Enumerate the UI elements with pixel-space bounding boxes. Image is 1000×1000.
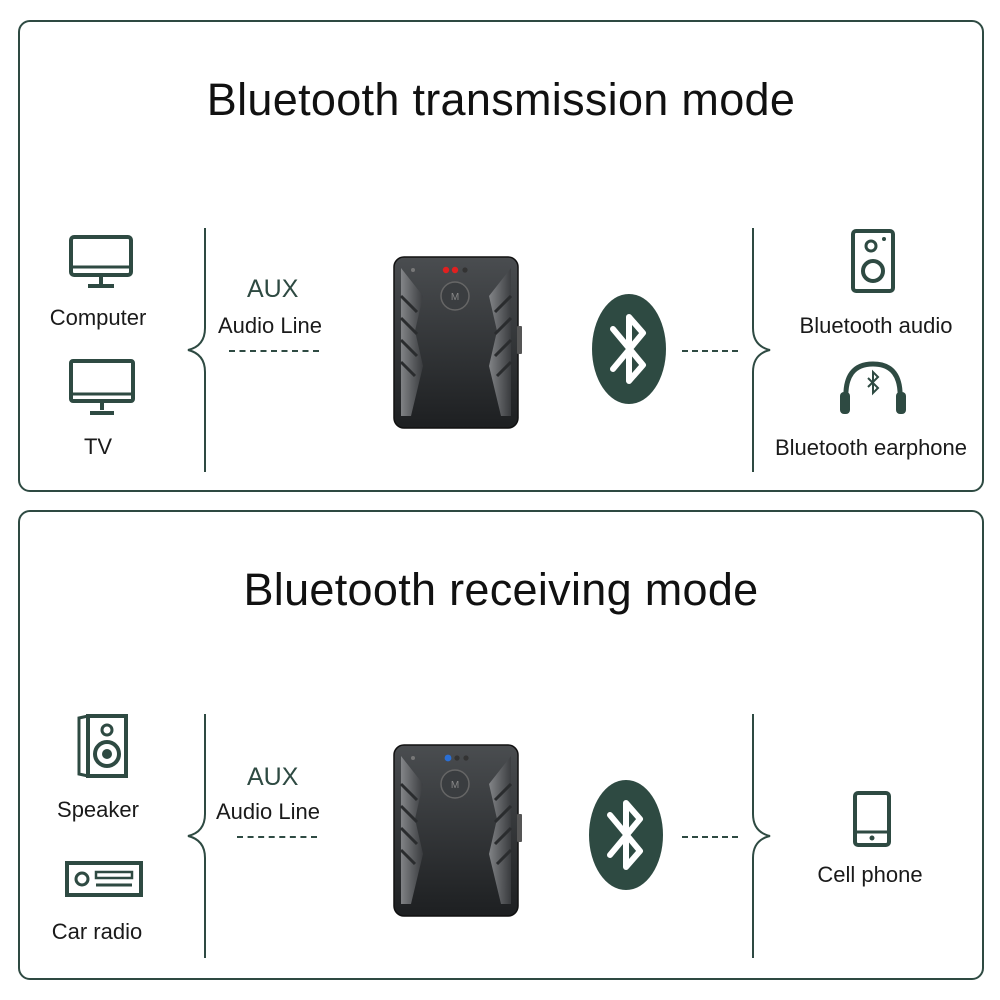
- speaker-icon: [850, 228, 896, 294]
- car-radio-icon: [64, 860, 144, 898]
- bluetooth-connection-dash: [682, 350, 738, 352]
- headphones-icon: [838, 358, 908, 416]
- bluetooth-connection-dash: [682, 836, 738, 838]
- svg-text:M: M: [451, 292, 459, 303]
- aux-connection-dash: [237, 836, 317, 838]
- source-label-car-radio: Car radio: [51, 919, 143, 944]
- panel-title: Bluetooth receiving mode: [243, 564, 759, 615]
- bluetooth-adapter-device: M: [393, 744, 523, 918]
- aux-label: AUX: [247, 763, 299, 791]
- right-bracket: [750, 228, 776, 472]
- target-label-bluetooth-earphone: Bluetooth earphone: [774, 435, 968, 460]
- right-bracket: [750, 714, 776, 958]
- target-label-cell-phone: Cell phone: [817, 862, 923, 887]
- speaker-icon: [76, 714, 130, 778]
- source-label-speaker: Speaker: [57, 797, 139, 822]
- source-label-computer: Computer: [49, 305, 147, 330]
- audio-line-label: Audio Line: [218, 313, 322, 338]
- tv-icon: [68, 358, 136, 418]
- source-label-tv: TV: [83, 434, 113, 459]
- bluetooth-icon: [591, 293, 667, 405]
- cell-phone-icon: [852, 790, 892, 848]
- bluetooth-icon: [588, 779, 664, 891]
- computer-monitor-icon: [68, 234, 134, 290]
- aux-label: AUX: [247, 275, 299, 303]
- aux-connection-dash: [229, 350, 319, 352]
- bluetooth-adapter-device: M: [393, 256, 523, 430]
- left-bracket: [184, 714, 210, 958]
- panel-title: Bluetooth transmission mode: [206, 74, 796, 125]
- left-bracket: [184, 228, 210, 472]
- svg-text:M: M: [451, 780, 459, 791]
- audio-line-label: Audio Line: [216, 799, 320, 824]
- target-label-bluetooth-audio: Bluetooth audio: [799, 313, 953, 338]
